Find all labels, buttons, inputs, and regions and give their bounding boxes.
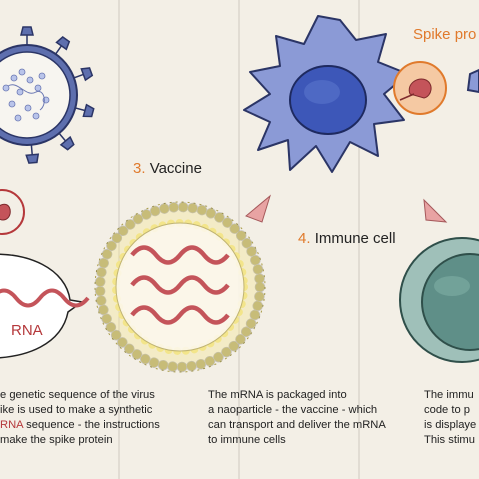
desc-line: This stimu (424, 434, 475, 446)
desc-line: to immune cells (208, 434, 286, 446)
description-col2: e genetic sequence of the virus ike is u… (0, 388, 160, 448)
immune-cell-edge (466, 68, 479, 94)
desc-line: a naoparticle - the vaccine - which (208, 404, 378, 416)
desc-line: RNA sequence - the instructions (0, 418, 160, 433)
arrow-to-immune-cell (245, 194, 271, 223)
flow-arrows (245, 194, 448, 223)
desc-line: is displaye (424, 419, 477, 431)
desc-line: e genetic sequence of the virus (0, 389, 155, 401)
t-cell (399, 237, 479, 363)
spike-protein-callout (393, 61, 447, 115)
desc-line: code to p (424, 404, 471, 416)
spike-callout (0, 189, 25, 235)
desc-line: can transport and deliver the mRNA (208, 419, 386, 431)
desc-line: The mRNA is packaged into (208, 389, 347, 401)
vaccine-label: 3. Vaccine (133, 160, 202, 177)
mrna-bubble-label: RNA (11, 322, 43, 339)
mrna-bubble (0, 253, 90, 359)
immune-cell-step-number: 4. (298, 230, 311, 247)
desc-line: ike is used to make a synthetic (0, 404, 153, 416)
description-col3: The mRNA is packaged into a naoparticle … (208, 388, 386, 448)
vaccine-label-text: Vaccine (149, 160, 202, 177)
description-col4: The immu code to p is displaye This stim… (424, 388, 476, 448)
immune-cell-label: 4. Immune cell (298, 230, 396, 247)
vaccine-nanoparticle (94, 201, 266, 373)
virus (0, 26, 95, 164)
vaccine-step-number: 3. (133, 160, 146, 177)
desc-line: make the spike protein (0, 434, 113, 446)
immune-cell (243, 15, 409, 173)
t-cell-nucleus (421, 253, 479, 351)
desc-text: sequence - the instructions (23, 419, 160, 431)
spike-protein-label: Spike pro (413, 26, 477, 43)
immune-cell-label-text: Immune cell (314, 230, 396, 247)
arrow-to-tcell (423, 198, 448, 223)
desc-line: The immu (424, 389, 474, 401)
lipid-outer-ring (95, 202, 265, 372)
mrna-highlight: RNA (0, 419, 24, 431)
